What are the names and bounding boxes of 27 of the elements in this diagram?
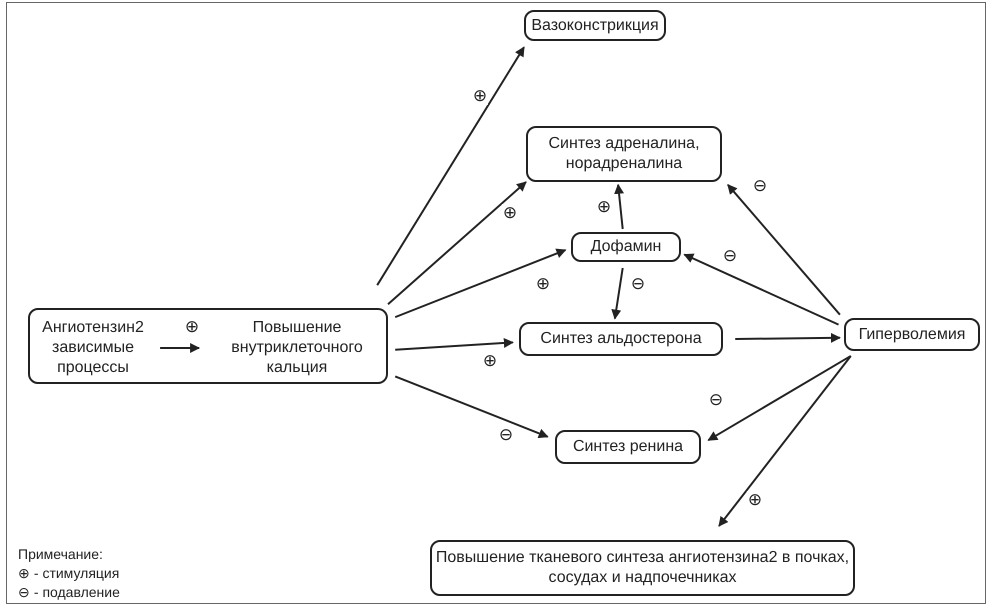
arrow [683, 254, 839, 326]
process-box: Вазоконстрикция [524, 10, 666, 41]
arrow [376, 46, 525, 286]
legend-text: ⊖ - подавление [18, 583, 120, 602]
arrow [394, 248, 566, 318]
process-box: Синтез альдостерона [519, 322, 723, 356]
node-text: Повышение внутриклеточного кальция [208, 318, 386, 378]
note-heading: Примечание: [18, 545, 104, 564]
process-box: Дофамин [571, 232, 681, 262]
process-box: Повышение тканевого синтеза ангиотензина2 в почках, сосудах и надпочечниках [430, 540, 855, 596]
legend-text: ⊕ - стимуляция [18, 564, 120, 583]
arrow [707, 355, 852, 442]
arrow [395, 338, 514, 351]
arrow [718, 355, 852, 527]
process-box: Гиперволемия [844, 318, 980, 351]
arrow [611, 268, 624, 320]
arrow [160, 343, 200, 353]
node-text: Ангиотензин2 зависимые процессы [32, 318, 154, 378]
arrow [727, 184, 841, 316]
arrow [394, 375, 549, 438]
arrow [735, 332, 841, 343]
process-box: Синтез ренина [555, 430, 701, 464]
process-box: Синтез адреналина, норадреналина [526, 126, 722, 182]
group-box [28, 308, 388, 384]
edge-label: ⊕ [472, 87, 488, 105]
arrow [387, 181, 527, 305]
arrow [614, 184, 624, 230]
